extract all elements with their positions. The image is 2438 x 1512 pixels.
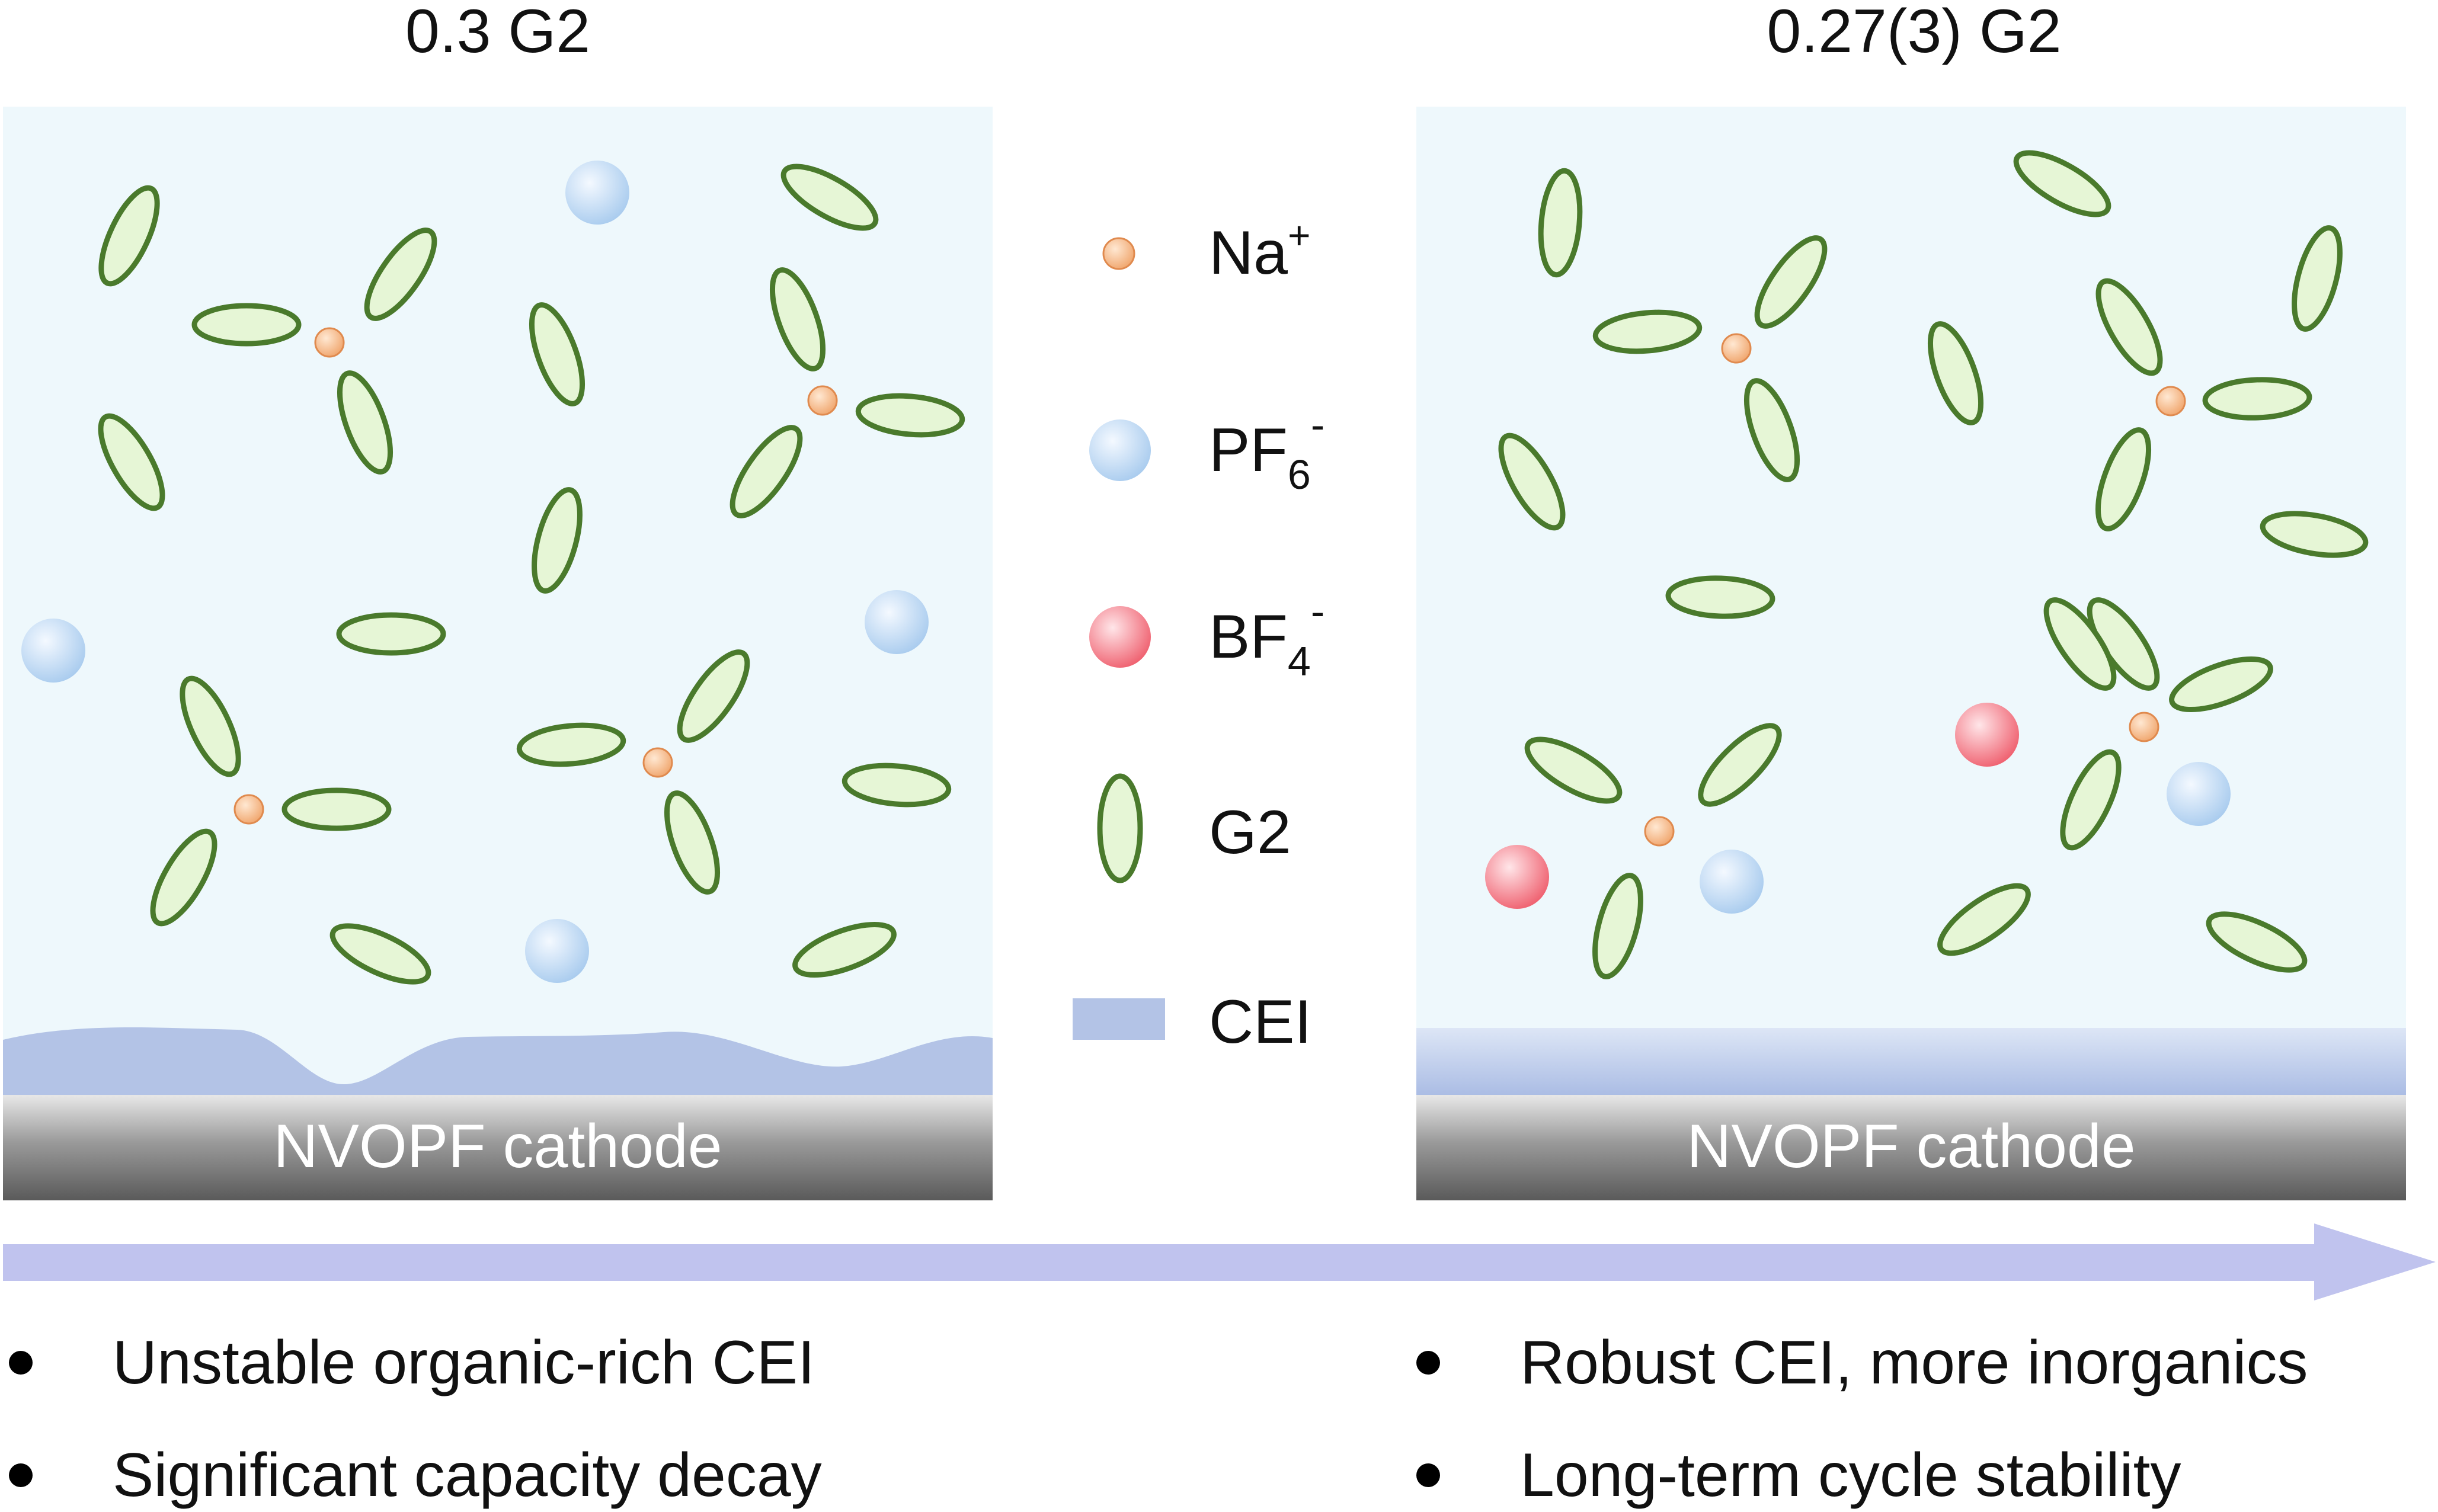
g2-molecule [337, 370, 393, 475]
legend-pf6-label: PF6- [1209, 402, 1324, 498]
g2-molecule [2095, 278, 2163, 376]
right-panel-title: 0.27(3) G2 [1767, 0, 2061, 66]
legend-bf4: BF4- [1089, 588, 1324, 684]
pf6-anion [2167, 762, 2231, 826]
left-bullets: Unstable organic-rich CEI Significant ca… [9, 1328, 822, 1510]
g2-molecule [1592, 873, 1643, 979]
legend-g2-label: G2 [1209, 798, 1291, 867]
g2-molecule [1743, 378, 1800, 482]
na-ion-icon [1102, 237, 1135, 270]
g2-molecule [792, 921, 897, 978]
g2-molecule [329, 923, 431, 985]
left-molecules [21, 161, 965, 985]
bullet-dot [1416, 1463, 1440, 1487]
pf6-anion [565, 161, 629, 225]
left-bullet-text: Significant capacity decay [113, 1441, 822, 1510]
g2-molecule [1498, 433, 1566, 531]
na-ion [233, 794, 264, 825]
right-panel: 0.27(3) G2 NVOPF cathode [1416, 0, 2406, 1200]
right-bullet-text: Robust CEI, more inorganics [1520, 1328, 2308, 1397]
legend-na-label: Na+ [1209, 213, 1311, 287]
g2-molecule [780, 164, 879, 231]
g2-molecule [677, 649, 750, 743]
g2-molecule [2206, 911, 2308, 973]
right-cathode [1416, 1095, 2406, 1200]
na-ion [642, 747, 673, 778]
pf6-anion-icon [1089, 419, 1151, 481]
right-cei-layer [1416, 1028, 2406, 1096]
g2-molecule [529, 302, 585, 406]
g2-molecule [1665, 575, 1775, 619]
g2-molecule [281, 787, 392, 831]
g2-molecule [532, 487, 583, 594]
g2-molecule [855, 393, 965, 438]
cei-swatch-icon [1073, 998, 1165, 1040]
left-cei-layer [3, 1027, 993, 1096]
g2-molecule [2060, 749, 2122, 851]
g2-molecule [98, 185, 160, 287]
g2-molecule [2169, 656, 2273, 713]
na-ion [314, 327, 345, 358]
g2-molecule [336, 612, 446, 656]
g2-molecule [2260, 511, 2369, 558]
g2-molecule [1538, 168, 1583, 278]
pf6-anion [525, 919, 589, 983]
legend: Na+ PF6- BF4- G2 CEI [1073, 213, 1324, 1056]
legend-cei-label: CEI [1209, 988, 1311, 1056]
g2-molecule [1754, 235, 1828, 329]
right-molecules [1485, 150, 2369, 979]
legend-cei: CEI [1073, 988, 1311, 1056]
legend-na: Na+ [1102, 213, 1311, 287]
pf6-anion [865, 590, 929, 654]
g2-molecule [1937, 883, 2031, 956]
g2-molecule [1927, 321, 1984, 425]
left-panel: 0.3 G2 NVOPF cathode [3, 0, 993, 1200]
bf4-anion-icon [1089, 606, 1151, 668]
g2-molecule [1592, 309, 1703, 354]
left-cathode-label: NVOPF cathode [273, 1112, 722, 1181]
g2-molecule [364, 228, 437, 321]
bullet-dot [1416, 1351, 1440, 1375]
legend-pf6: PF6- [1089, 402, 1324, 498]
na-ion [2155, 386, 2186, 417]
left-cathode [3, 1095, 993, 1200]
bullet-dot [9, 1463, 33, 1487]
na-ion [807, 385, 838, 416]
bullet-dot [9, 1351, 33, 1375]
g2-molecule [842, 763, 952, 808]
na-ion [2129, 712, 2159, 742]
g2-molecule [664, 790, 721, 895]
right-bullet-text: Long-term cycle stability [1520, 1441, 2181, 1510]
left-panel-title: 0.3 G2 [405, 0, 590, 66]
right-cathode-label: NVOPF cathode [1687, 1112, 2135, 1181]
left-bullet-text: Unstable organic-rich CEI [113, 1328, 815, 1397]
legend-g2: G2 [1097, 773, 1291, 883]
na-ion [1721, 333, 1752, 364]
g2-molecule [150, 828, 217, 927]
g2-molecule [730, 425, 803, 518]
pf6-anion [1700, 850, 1764, 914]
na-ion [1644, 816, 1675, 847]
g2-molecule [180, 675, 241, 777]
pf6-anion [21, 619, 85, 683]
g2-molecule [98, 413, 165, 511]
g2-molecule [2202, 377, 2312, 421]
g2-molecule [2292, 225, 2343, 332]
right-bullets: Robust CEI, more inorganics Long-term cy… [1416, 1328, 2308, 1510]
legend-bf4-label: BF4- [1209, 588, 1324, 684]
bf4-anion [1485, 845, 1549, 909]
bf4-anion [1955, 703, 2019, 767]
g2-molecule [2013, 150, 2111, 217]
g2-molecule [769, 267, 826, 371]
g2-molecule [1524, 736, 1623, 804]
g2-molecule [2095, 427, 2152, 531]
g2-molecule [191, 303, 302, 347]
g2-molecule [516, 722, 626, 767]
g2-molecule-icon [1097, 773, 1143, 883]
progress-arrow [3, 1223, 2436, 1300]
g2-molecule [1698, 723, 1782, 807]
g2-molecule [2043, 597, 2117, 691]
